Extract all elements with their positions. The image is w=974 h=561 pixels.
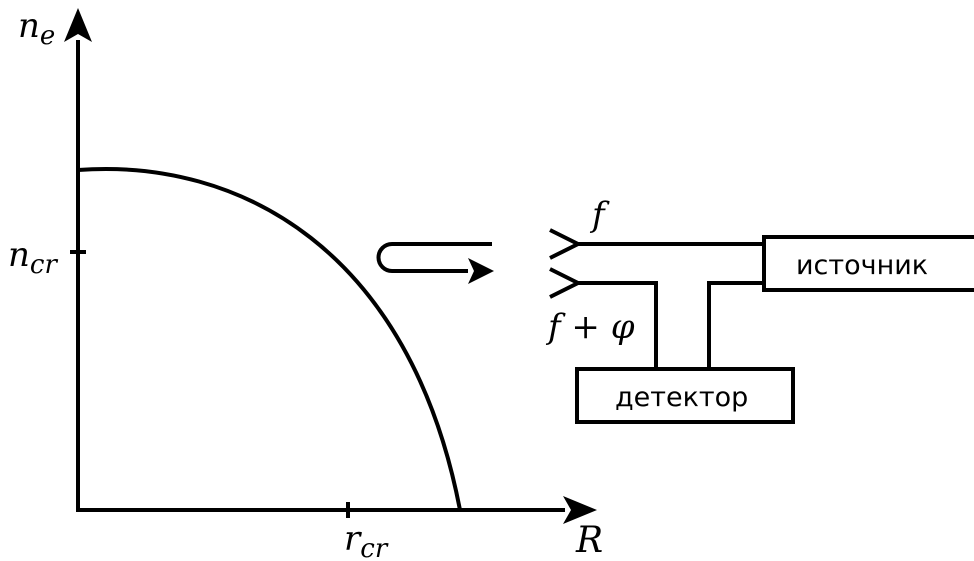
source-detector-line — [707, 281, 764, 369]
reflection-arrowhead — [468, 258, 494, 284]
detector-box — [575, 367, 795, 424]
source-box-label: источник — [796, 250, 928, 281]
x-tick-label: rcr — [344, 519, 389, 561]
x-axis-arrowhead — [563, 496, 597, 524]
reflection-arrow — [376, 242, 494, 284]
source-box — [762, 235, 974, 292]
upper-antenna-horn — [549, 228, 583, 260]
y-axis-label: ne — [18, 6, 55, 51]
probe-lower-label: f + φ — [545, 307, 635, 347]
y-tick-label: ncr — [8, 235, 58, 280]
lower-waveguide — [578, 281, 658, 369]
reflection-arrow-path — [376, 242, 492, 273]
y-axis-arrowhead — [64, 8, 92, 42]
lower-antenna-horn — [549, 267, 583, 299]
density-curve — [77, 167, 462, 511]
reflectometer-scheme: источник детектор f f + φ — [545, 195, 974, 424]
probe-upper-label: f — [589, 195, 610, 235]
x-axis-label: R — [575, 520, 603, 561]
detector-box-label: детектор — [615, 382, 748, 413]
density-profile-plot: ne ncr rcr R — [8, 6, 603, 561]
